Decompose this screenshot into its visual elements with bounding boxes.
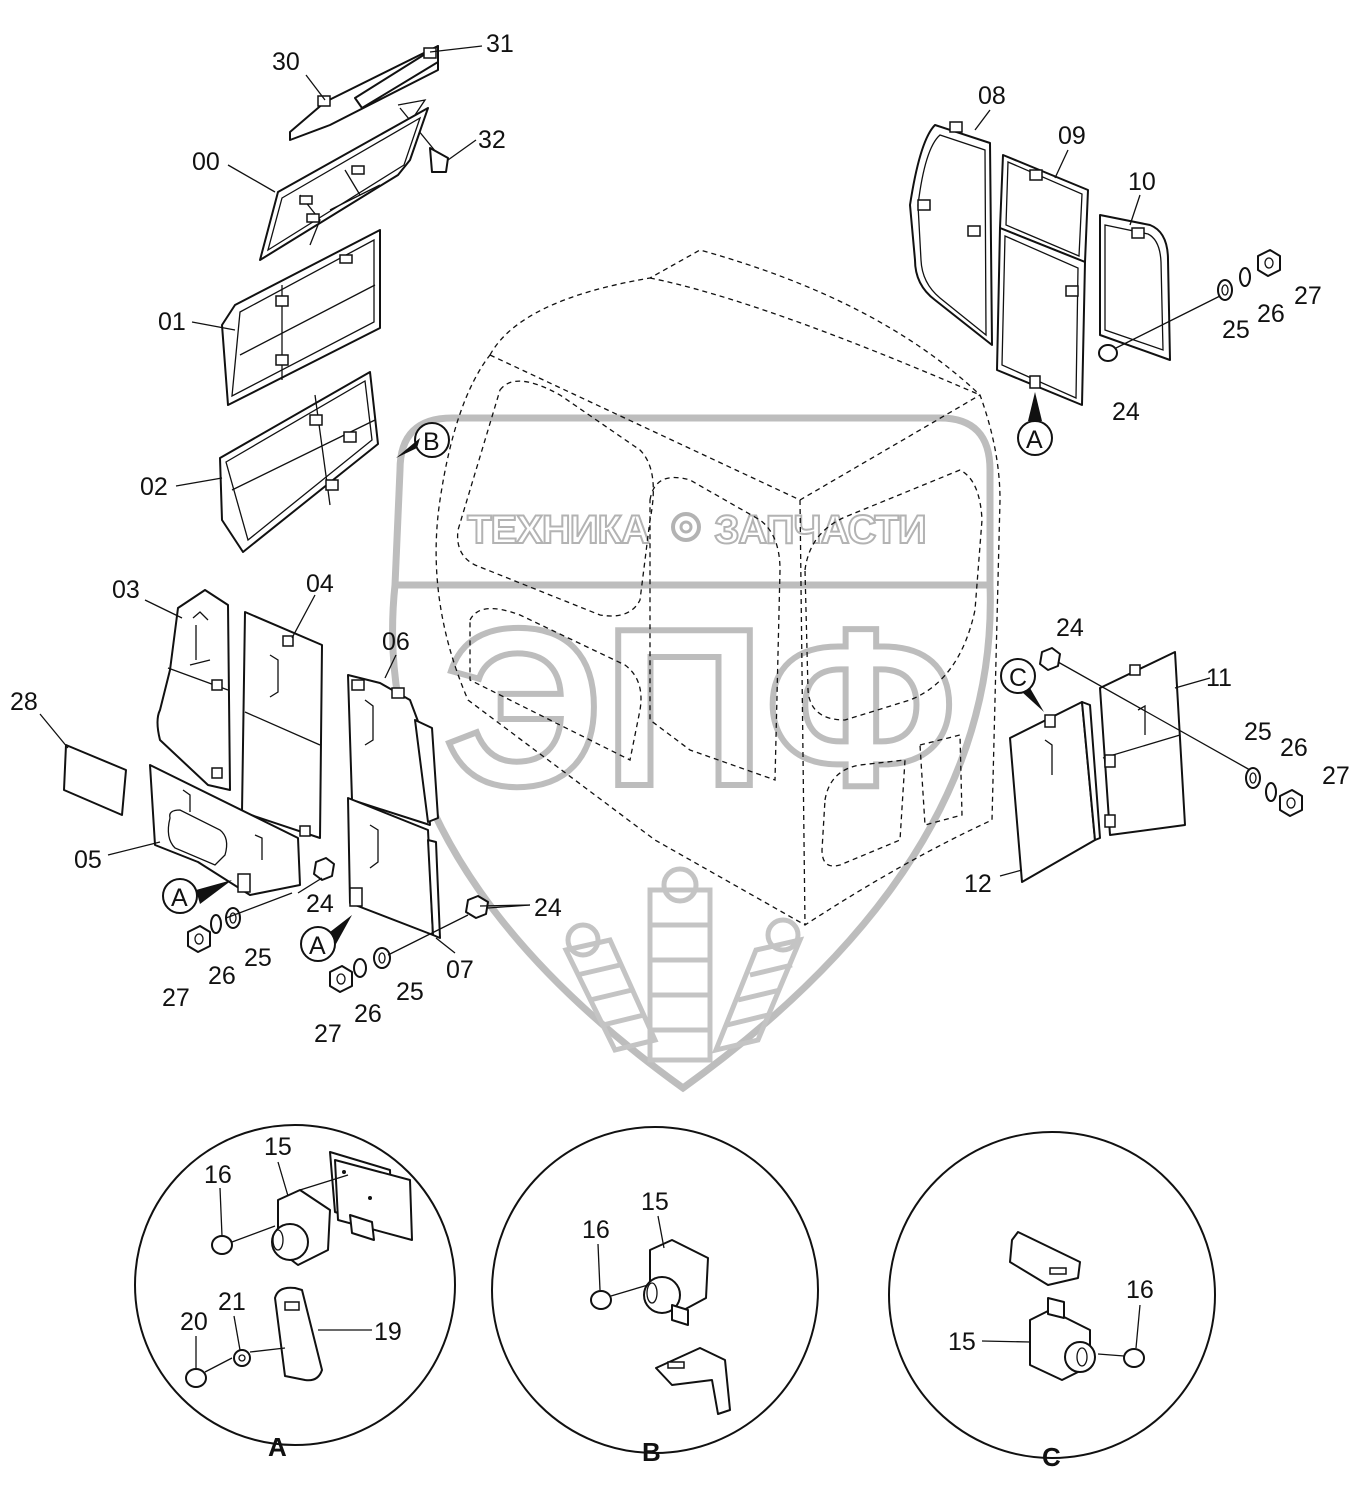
- callout-08[interactable]: 08: [978, 82, 1006, 110]
- fastener-set-right-mid[interactable]: [1039, 647, 1303, 817]
- svg-text:A: A: [309, 932, 326, 960]
- ref-marker-c[interactable]: C: [1000, 658, 1044, 712]
- part-00-panel[interactable]: [259, 107, 429, 261]
- reference-markers: A A A B C: [162, 392, 1053, 962]
- callout-06[interactable]: 06: [382, 628, 410, 656]
- svg-text:A: A: [1026, 426, 1043, 454]
- ref-marker-b[interactable]: B: [396, 422, 450, 458]
- leader-lines: [39, 45, 1211, 954]
- watermark-left-word: ТЕХНИКА: [467, 508, 649, 552]
- callout-28[interactable]: 28: [10, 688, 38, 716]
- callout-27-left[interactable]: 27: [162, 984, 190, 1012]
- ref-marker-a-left[interactable]: A: [162, 878, 232, 914]
- detail-a-callout-19[interactable]: 19: [374, 1318, 402, 1346]
- part-06-panel[interactable]: [347, 674, 439, 826]
- callout-24-right-mid[interactable]: 24: [1056, 614, 1084, 642]
- part-03-panel[interactable]: [156, 589, 231, 791]
- callout-27-center[interactable]: 27: [314, 1020, 342, 1048]
- callout-24-center[interactable]: 24: [534, 894, 562, 922]
- part-28-label[interactable]: [63, 744, 127, 816]
- part-05-panel[interactable]: [149, 764, 301, 896]
- watermark-right-word: ЗАПЧАСТИ: [714, 508, 925, 552]
- callout-30[interactable]: 30: [272, 48, 300, 76]
- detail-b-lock-15: [643, 1239, 709, 1326]
- callout-24-right-top[interactable]: 24: [1112, 398, 1140, 426]
- detail-a-label: A: [268, 1432, 287, 1462]
- detail-c-callout-16[interactable]: 16: [1126, 1276, 1154, 1304]
- fastener-set-left-1[interactable]: [187, 857, 335, 953]
- callout-03[interactable]: 03: [112, 576, 140, 604]
- callout-27-right-top[interactable]: 27: [1294, 282, 1322, 310]
- part-10-panel[interactable]: [1099, 214, 1171, 361]
- detail-b[interactable]: 15 16 B: [491, 1126, 819, 1467]
- detail-a-callout-15[interactable]: 15: [264, 1133, 292, 1161]
- detail-a-callout-20[interactable]: 20: [180, 1308, 208, 1336]
- callout-10[interactable]: 10: [1128, 168, 1156, 196]
- detail-b-callout-15[interactable]: 15: [641, 1188, 669, 1216]
- part-30-31-roof-panel[interactable]: [289, 45, 439, 141]
- part-07-panel[interactable]: [347, 797, 441, 939]
- callout-09[interactable]: 09: [1058, 122, 1086, 150]
- part-09-panel[interactable]: [996, 154, 1089, 406]
- watermark-logo: ТЕХНИКА ЗАПЧАСТИ ЭПФ: [389, 414, 994, 1093]
- callout-11[interactable]: 11: [1206, 664, 1232, 692]
- detail-b-bracket: [655, 1347, 731, 1415]
- detail-a-callout-16[interactable]: 16: [204, 1161, 232, 1189]
- callout-25-left[interactable]: 25: [244, 944, 272, 972]
- wheat-icon: [562, 866, 805, 1063]
- detail-b-callout-16[interactable]: 16: [582, 1216, 610, 1244]
- ref-marker-a-center[interactable]: A: [300, 915, 352, 962]
- detail-a-screw-20: [185, 1357, 233, 1388]
- callout-25-right-mid[interactable]: 25: [1244, 718, 1272, 746]
- callout-24-left[interactable]: 24: [306, 890, 334, 918]
- detail-a-bracket: [329, 1151, 413, 1241]
- detail-a-washer-21: [233, 1347, 286, 1367]
- detail-c-bracket: [1009, 1231, 1081, 1286]
- callout-05[interactable]: 05: [74, 846, 102, 874]
- callout-labels: 30 31 32 00 01 02 03 04 28 05 06 07 08 0…: [10, 30, 1350, 1048]
- detail-a-callout-21[interactable]: 21: [218, 1288, 246, 1316]
- callout-04[interactable]: 04: [306, 570, 334, 598]
- gear-icon: [671, 512, 701, 542]
- callout-02[interactable]: 02: [140, 473, 168, 501]
- callout-32[interactable]: 32: [478, 126, 506, 154]
- detail-c-lock-15: [1029, 1297, 1096, 1381]
- detail-c-label: C: [1042, 1442, 1061, 1472]
- part-12-panel[interactable]: [1009, 701, 1101, 883]
- callout-25-right-top[interactable]: 25: [1222, 316, 1250, 344]
- svg-text:C: C: [1009, 664, 1027, 692]
- detail-c-screw-16: [1097, 1348, 1145, 1368]
- fastener-set-right-top[interactable]: [1098, 249, 1281, 362]
- callout-01[interactable]: 01: [158, 308, 186, 336]
- svg-text:B: B: [423, 428, 440, 456]
- callout-31[interactable]: 31: [486, 30, 514, 58]
- detail-b-screw-16: [590, 1284, 649, 1310]
- callout-26-left[interactable]: 26: [208, 962, 236, 990]
- callout-00[interactable]: 00: [192, 148, 220, 176]
- part-01-panel[interactable]: [221, 229, 381, 406]
- detail-a-strap-19: [274, 1286, 372, 1382]
- detail-b-label: B: [642, 1437, 661, 1467]
- detail-c-callout-15[interactable]: 15: [948, 1328, 976, 1356]
- svg-text:A: A: [171, 884, 188, 912]
- detail-a-lock-15: [271, 1174, 349, 1266]
- callout-07[interactable]: 07: [446, 956, 474, 984]
- callout-26-right-top[interactable]: 26: [1257, 300, 1285, 328]
- part-11-panel[interactable]: [1099, 651, 1186, 836]
- callout-25-center[interactable]: 25: [396, 978, 424, 1006]
- detail-a[interactable]: 15 16 19 20 21 A: [134, 1124, 456, 1462]
- callout-26-center[interactable]: 26: [354, 1000, 382, 1028]
- detail-c[interactable]: 15 16 C: [888, 1131, 1216, 1472]
- callout-27-right-mid[interactable]: 27: [1322, 762, 1350, 790]
- part-04-panel[interactable]: [241, 611, 323, 839]
- callout-26-right-mid[interactable]: 26: [1280, 734, 1308, 762]
- part-08-panel[interactable]: [909, 121, 993, 346]
- part-32-bolt[interactable]: [397, 99, 449, 173]
- callout-12[interactable]: 12: [964, 870, 992, 898]
- part-02-panel[interactable]: [219, 371, 379, 553]
- ref-marker-a-right[interactable]: A: [1017, 392, 1053, 456]
- watermark-logo-letters: ЭПФ: [443, 581, 957, 833]
- cab-body: [435, 249, 1001, 926]
